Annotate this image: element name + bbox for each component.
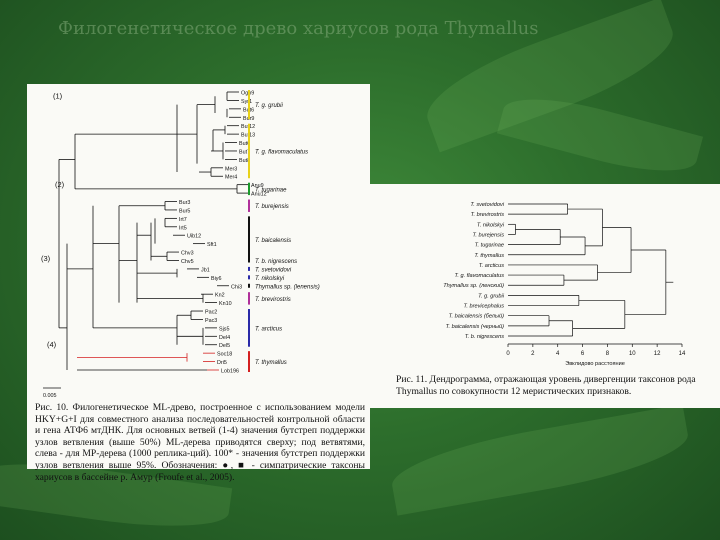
taxon-label: Anu9 (251, 183, 264, 189)
taxon-label: Chv3 (181, 251, 194, 257)
taxon-label: Syr1 (241, 99, 252, 105)
dendrogram-leaf-label: T. baicalensis (черный) (446, 323, 505, 330)
dendrogram-leaf-label: T. baicalensis (белый) (449, 313, 505, 320)
taxon-label: Chv5 (181, 259, 194, 265)
scale-label: 0.005 (43, 393, 57, 399)
taxon-label: Sft1 (207, 242, 217, 248)
dendrogram-leaf-label: T. g. flavomaculatus (454, 273, 504, 279)
taxon-label: Sjs5 (219, 326, 230, 332)
dendrogram-leaf-label: T. svetovidovi (470, 202, 504, 208)
group-label: T. svetovidovi (255, 267, 292, 273)
group-label: T. g. flavomaculatus (255, 149, 308, 155)
taxon-label: Lob196 (221, 369, 239, 375)
figure-10-caption: Рис. 10. Филогенетическое ML-древо, пост… (35, 402, 365, 483)
background-leaf (496, 84, 704, 186)
taxon-label: Soc18 (217, 352, 232, 358)
taxon-label: But7 (239, 149, 250, 155)
x-tick-label: 14 (679, 351, 686, 357)
x-tick-label: 6 (581, 351, 585, 357)
x-tick-label: 8 (606, 351, 610, 357)
taxon-label: Bur3 (179, 200, 190, 206)
taxon-label: But8 (239, 158, 250, 164)
dendrogram-figure: T. svetovidovi T. brevirostris T. nikolsky… (370, 184, 720, 408)
group-label: T. nikolskyi (255, 276, 285, 282)
taxon-label: Chi3 (231, 284, 242, 290)
x-tick-label: 10 (629, 351, 636, 357)
clade-marker: (4) (47, 340, 57, 349)
taxon-label: Kn2 (215, 293, 225, 299)
x-axis-label: Эвклидово расстояние (565, 361, 625, 367)
dendrogram-leaf-label: T. arcticus (479, 263, 504, 269)
group-label: Thymallus sp. (lenensis) (255, 284, 320, 290)
group-label: T. arcticus (255, 326, 282, 332)
x-tick-label: 4 (556, 351, 560, 357)
taxon-label: Anu12 (251, 192, 267, 198)
dendrogram-leaf-label: T. tugarinae (475, 243, 504, 249)
taxon-label: Irt7 (179, 217, 187, 223)
taxon-label: Kn10 (219, 301, 232, 307)
taxon-label: Dri5 (217, 360, 227, 366)
taxon-label: Del5 (219, 343, 230, 349)
figure-11-caption: Рис. 11. Дендрограмма, отражающая уровен… (396, 374, 696, 397)
group-label: T. thymallus (255, 360, 287, 366)
taxon-label: Bur5 (179, 208, 190, 214)
taxon-label: Uib12 (187, 234, 201, 240)
group-label: T. b. nigrescens (255, 259, 297, 265)
taxon-label: Jb1 (201, 267, 210, 273)
ml-tree-svg: Ogb9Syr1But6Bur9But12But13But6But7But8Me… (41, 90, 320, 399)
clade-marker: (3) (41, 254, 51, 263)
dendrogram-leaf-label: T. brevicephalus (463, 304, 504, 310)
dendrogram-leaf-label: T. b. nigrescens (465, 334, 504, 340)
taxon-label: Ogb9 (241, 91, 254, 97)
group-label: T. g. grubii (255, 103, 283, 109)
taxon-label: Pac3 (205, 318, 217, 324)
dendrogram-leaf-label: T. burejensis (472, 232, 504, 238)
ml-tree-figure: Ogb9Syr1But6Bur9But12But13But6But7But8Me… (27, 84, 370, 483)
taxon-label: Irt5 (179, 225, 187, 231)
taxon-label: But6 (239, 141, 250, 147)
group-label: T. burejensis (255, 204, 289, 210)
dendrogram-leaf-label: T. g. grubii (478, 293, 505, 299)
dendrogram-leaf-label: T. thymallus (474, 253, 504, 259)
group-label: T. baicalensis (255, 238, 291, 244)
taxon-label: Pac2 (205, 310, 217, 316)
taxon-label: Mer3 (225, 166, 237, 172)
dendrogram-svg: T. svetovidovi T. brevirostris T. nikolsky… (443, 202, 686, 367)
slide-title: Филогенетическое древо хариусов рода Thy… (58, 18, 539, 39)
dendrogram-leaf-label: T. brevirostris (471, 212, 505, 218)
taxon-label: Biy6 (211, 276, 222, 282)
taxon-label: Del4 (219, 335, 230, 341)
background-leaf (387, 404, 693, 516)
group-label: T. tugarinae (255, 187, 287, 193)
x-tick-label: 0 (506, 351, 510, 357)
group-label: T. brevirostris (255, 297, 291, 303)
x-tick-label: 12 (654, 351, 661, 357)
dendrogram-leaf-label: T. nikolskyi (477, 222, 505, 228)
taxon-label: Mer4 (225, 175, 237, 181)
dendrogram-leaf-label: Thymallus sp. (ленский) (443, 282, 504, 289)
clade-marker: (1) (53, 92, 63, 101)
clade-marker: (2) (55, 180, 65, 189)
x-tick-label: 2 (531, 351, 535, 357)
